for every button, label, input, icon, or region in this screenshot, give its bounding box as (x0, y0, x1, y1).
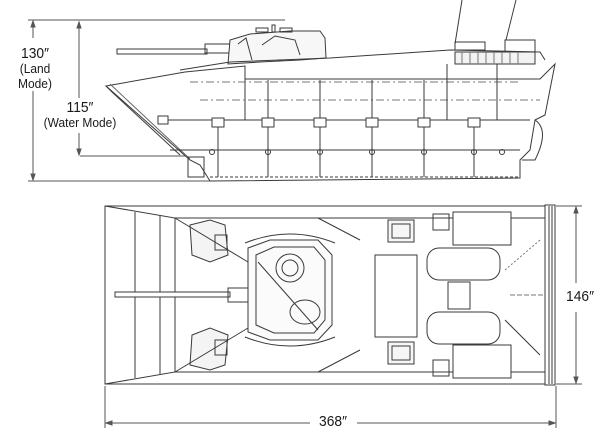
length-value: 368″ (319, 413, 347, 430)
land-height-value: 130″ (21, 45, 49, 62)
water-height-note: (Water Mode) (43, 115, 117, 130)
side-view-hull (104, 0, 556, 182)
land-height-note: (Land Mode) (18, 61, 52, 91)
length-label: 368″ (311, 413, 355, 430)
water-height-label: 115″ (Water Mode) (43, 100, 117, 130)
land-height-label: 130″ (Land Mode) (2, 45, 68, 91)
width-value: 146″ (566, 288, 594, 305)
width-label: 146″ (561, 288, 599, 305)
dimension-lines-top (104, 205, 582, 428)
water-height-value: 115″ (66, 99, 94, 116)
top-view-hull (104, 204, 556, 386)
dimension-lines-side (28, 19, 285, 182)
